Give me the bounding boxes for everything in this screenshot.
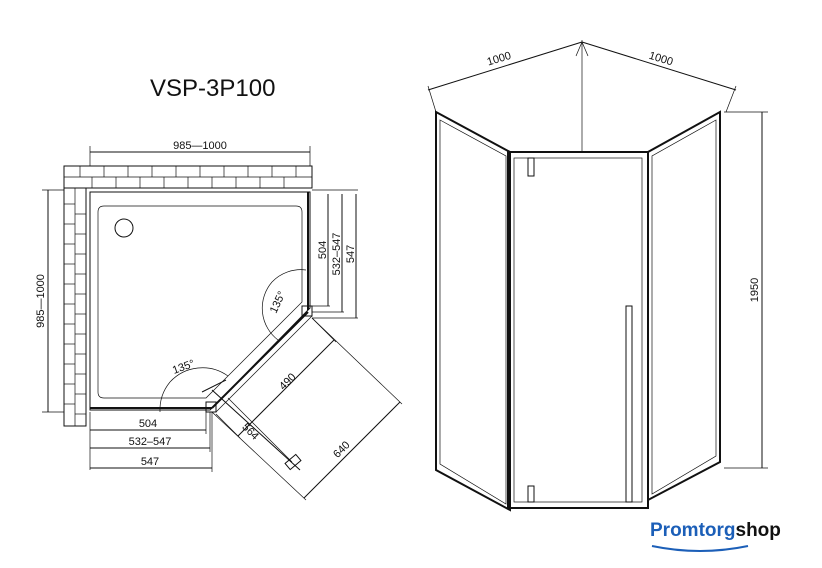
door-handle-icon xyxy=(284,453,302,471)
dim-side-height: 985—1000 xyxy=(35,274,47,328)
hinge-top xyxy=(527,157,535,177)
dim-line-490 xyxy=(237,339,335,437)
dim-line-640 xyxy=(303,401,401,499)
dim-diag-490: 490 xyxy=(277,371,298,392)
dim-diag-640: 640 xyxy=(331,439,352,460)
door-handle xyxy=(625,305,633,503)
front-door xyxy=(507,151,649,509)
left-glass-panel xyxy=(435,110,511,512)
hinge-bottom xyxy=(527,485,535,503)
dim-right-547: 547 xyxy=(345,245,357,263)
brand-text: Promtorgshop xyxy=(650,520,781,541)
drain-icon xyxy=(114,218,134,238)
model-title: VSP-3P100 xyxy=(150,75,275,102)
dim-bottom-504: 504 xyxy=(139,418,157,430)
brick-wall-top xyxy=(63,165,313,189)
dim-right-504: 504 xyxy=(317,241,329,259)
angle-arc-top xyxy=(271,269,307,283)
angle-label-bottom: 135° xyxy=(171,358,196,377)
dim-height: 1950 xyxy=(749,278,761,302)
dim-right-532: 532–547 xyxy=(331,233,343,276)
dim-top-width: 985—1000 xyxy=(173,140,227,152)
angle-arc-bottom xyxy=(169,367,229,383)
front-door-panel xyxy=(211,311,309,409)
plan-view: 985—1000 985—1000 504 532–547 547 504 53… xyxy=(35,140,403,501)
elevation-view: 1000 1000 1950 xyxy=(427,40,768,512)
tray-inner xyxy=(97,205,303,399)
dim-diag-564: 564 xyxy=(239,421,260,442)
dim-bottom-547: 547 xyxy=(141,456,159,468)
brick-wall-left xyxy=(63,187,87,427)
hinge-right xyxy=(301,305,313,317)
brand-logo: Promtorgshop xyxy=(650,520,781,552)
dim-width-right: 1000 xyxy=(647,50,674,69)
angle-label-top: 135° xyxy=(268,290,288,316)
dim-width-left: 1000 xyxy=(486,50,513,69)
hinge-left xyxy=(205,401,217,413)
door-open-panel xyxy=(211,389,301,471)
dim-bottom-532: 532–547 xyxy=(129,436,172,448)
right-glass-panel xyxy=(647,110,721,502)
brand-swoosh xyxy=(651,545,749,552)
